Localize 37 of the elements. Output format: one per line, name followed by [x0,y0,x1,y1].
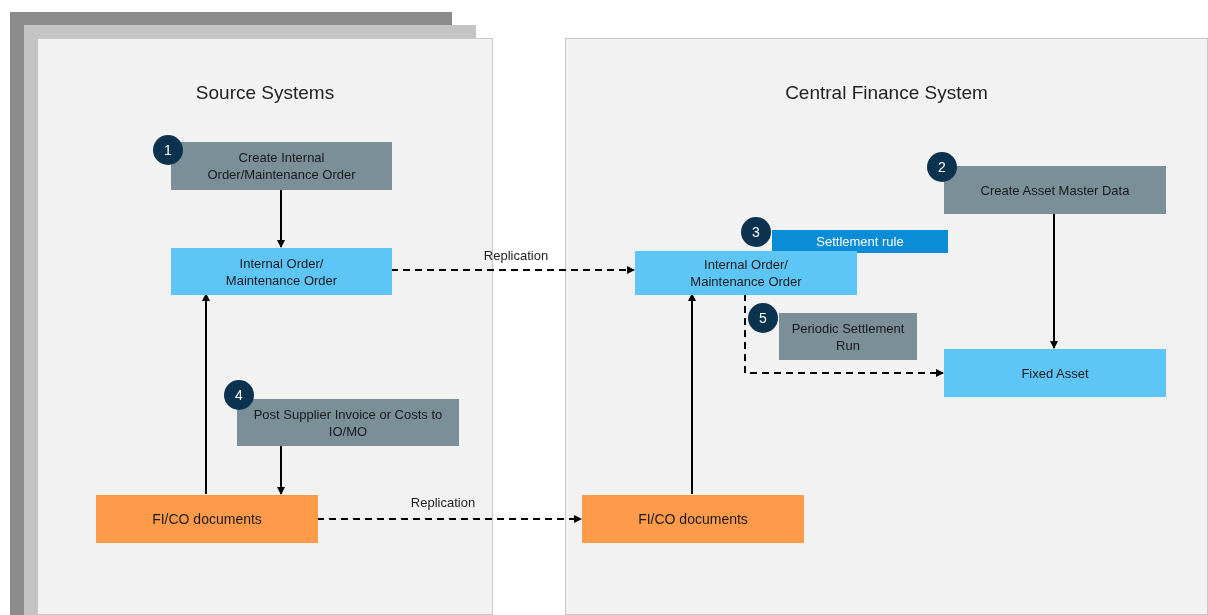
arrow [390,266,635,274]
box-label: Create Asset Master Data [980,181,1130,199]
arrow [1050,212,1058,349]
object-box [635,251,857,295]
step-number-badge: 5 [748,303,778,333]
step-number-badge: 2 [927,152,957,182]
arrow [316,515,582,523]
document-box [96,495,318,543]
box-label: Post Supplier Invoice or Costs to IO/MO [252,405,444,440]
step-number-badge: 4 [224,380,254,410]
document-box [582,495,804,543]
step-box [779,313,917,360]
arrow [688,293,696,495]
edge-label: Replication [483,247,549,266]
arrow [277,444,285,495]
arrow [277,188,285,248]
box-label: Fixed Asset [1021,364,1089,382]
system-panel [565,38,1208,615]
box-label: Internal Order/ Maintenance Order [224,254,339,289]
box-label: FI/CO documents [638,510,748,528]
box-label: Create Internal Order/Maintenance Order [206,149,357,183]
object-box [944,349,1166,397]
panel-title: Central Finance System [785,81,988,105]
panel-title: Source Systems [195,81,335,105]
step-number-badge: 1 [153,135,183,165]
step-box [237,399,459,446]
step-box [171,142,392,190]
edge-label: Replication [410,494,476,513]
box-label: Settlement rule [816,232,904,251]
arrow [202,293,210,495]
box-label: Internal Order/ Maintenance Order [689,256,803,290]
step-number-badge: 3 [741,217,771,247]
box-label: Periodic Settlement Run [791,319,905,354]
object-box [171,248,392,295]
box-label: FI/CO documents [152,510,262,528]
arrow [744,293,944,377]
step-box [944,166,1166,214]
